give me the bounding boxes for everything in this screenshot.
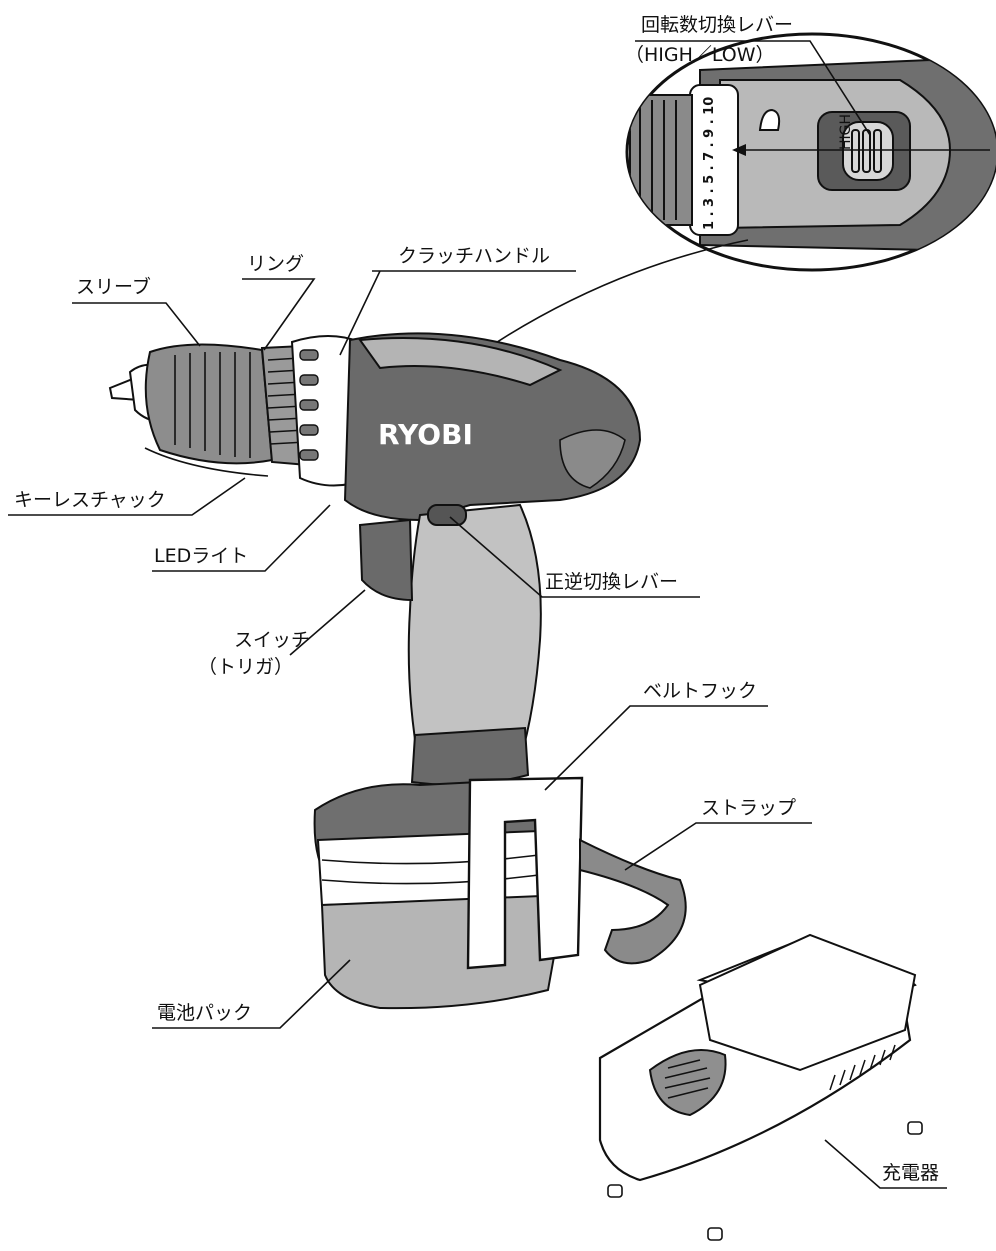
- label-strap: ストラップ: [701, 797, 797, 819]
- callout-lines: [8, 40, 947, 1189]
- label-clutch-handle: クラッチハンドル: [398, 245, 551, 267]
- speed-lever-inset: HIGH 1 . 3 . 5 . 7 . 9 . 10: [469, 32, 996, 361]
- label-keyless-chuck: キーレスチャック: [14, 489, 166, 511]
- label-sleeve: スリーブ: [76, 276, 151, 298]
- label-charger: 充電器: [882, 1162, 940, 1184]
- label-reverse-lever: 正逆切換レバー: [545, 571, 679, 593]
- ryobi-logo: RYOBI: [378, 418, 473, 451]
- charger-illustration: [598, 933, 923, 1241]
- label-led-light: LEDライト: [154, 545, 249, 567]
- label-battery-pack: 電池パック: [157, 1002, 253, 1024]
- drill-body: RYOBI: [108, 332, 687, 1010]
- label-speed-lever: 回転数切換レバー: [641, 14, 794, 36]
- inset-dial-numbers: 1 . 3 . 5 . 7 . 9 . 10: [702, 97, 717, 230]
- label-ring: リング: [247, 253, 305, 275]
- inset-high-mark: HIGH: [838, 114, 854, 150]
- label-belt-hook: ベルトフック: [643, 680, 758, 702]
- label-switch: スイッチ: [234, 629, 311, 651]
- label-speed-lever-sub: （HIGH／LOW）: [625, 44, 775, 66]
- label-switch-sub: （トリガ）: [198, 656, 294, 678]
